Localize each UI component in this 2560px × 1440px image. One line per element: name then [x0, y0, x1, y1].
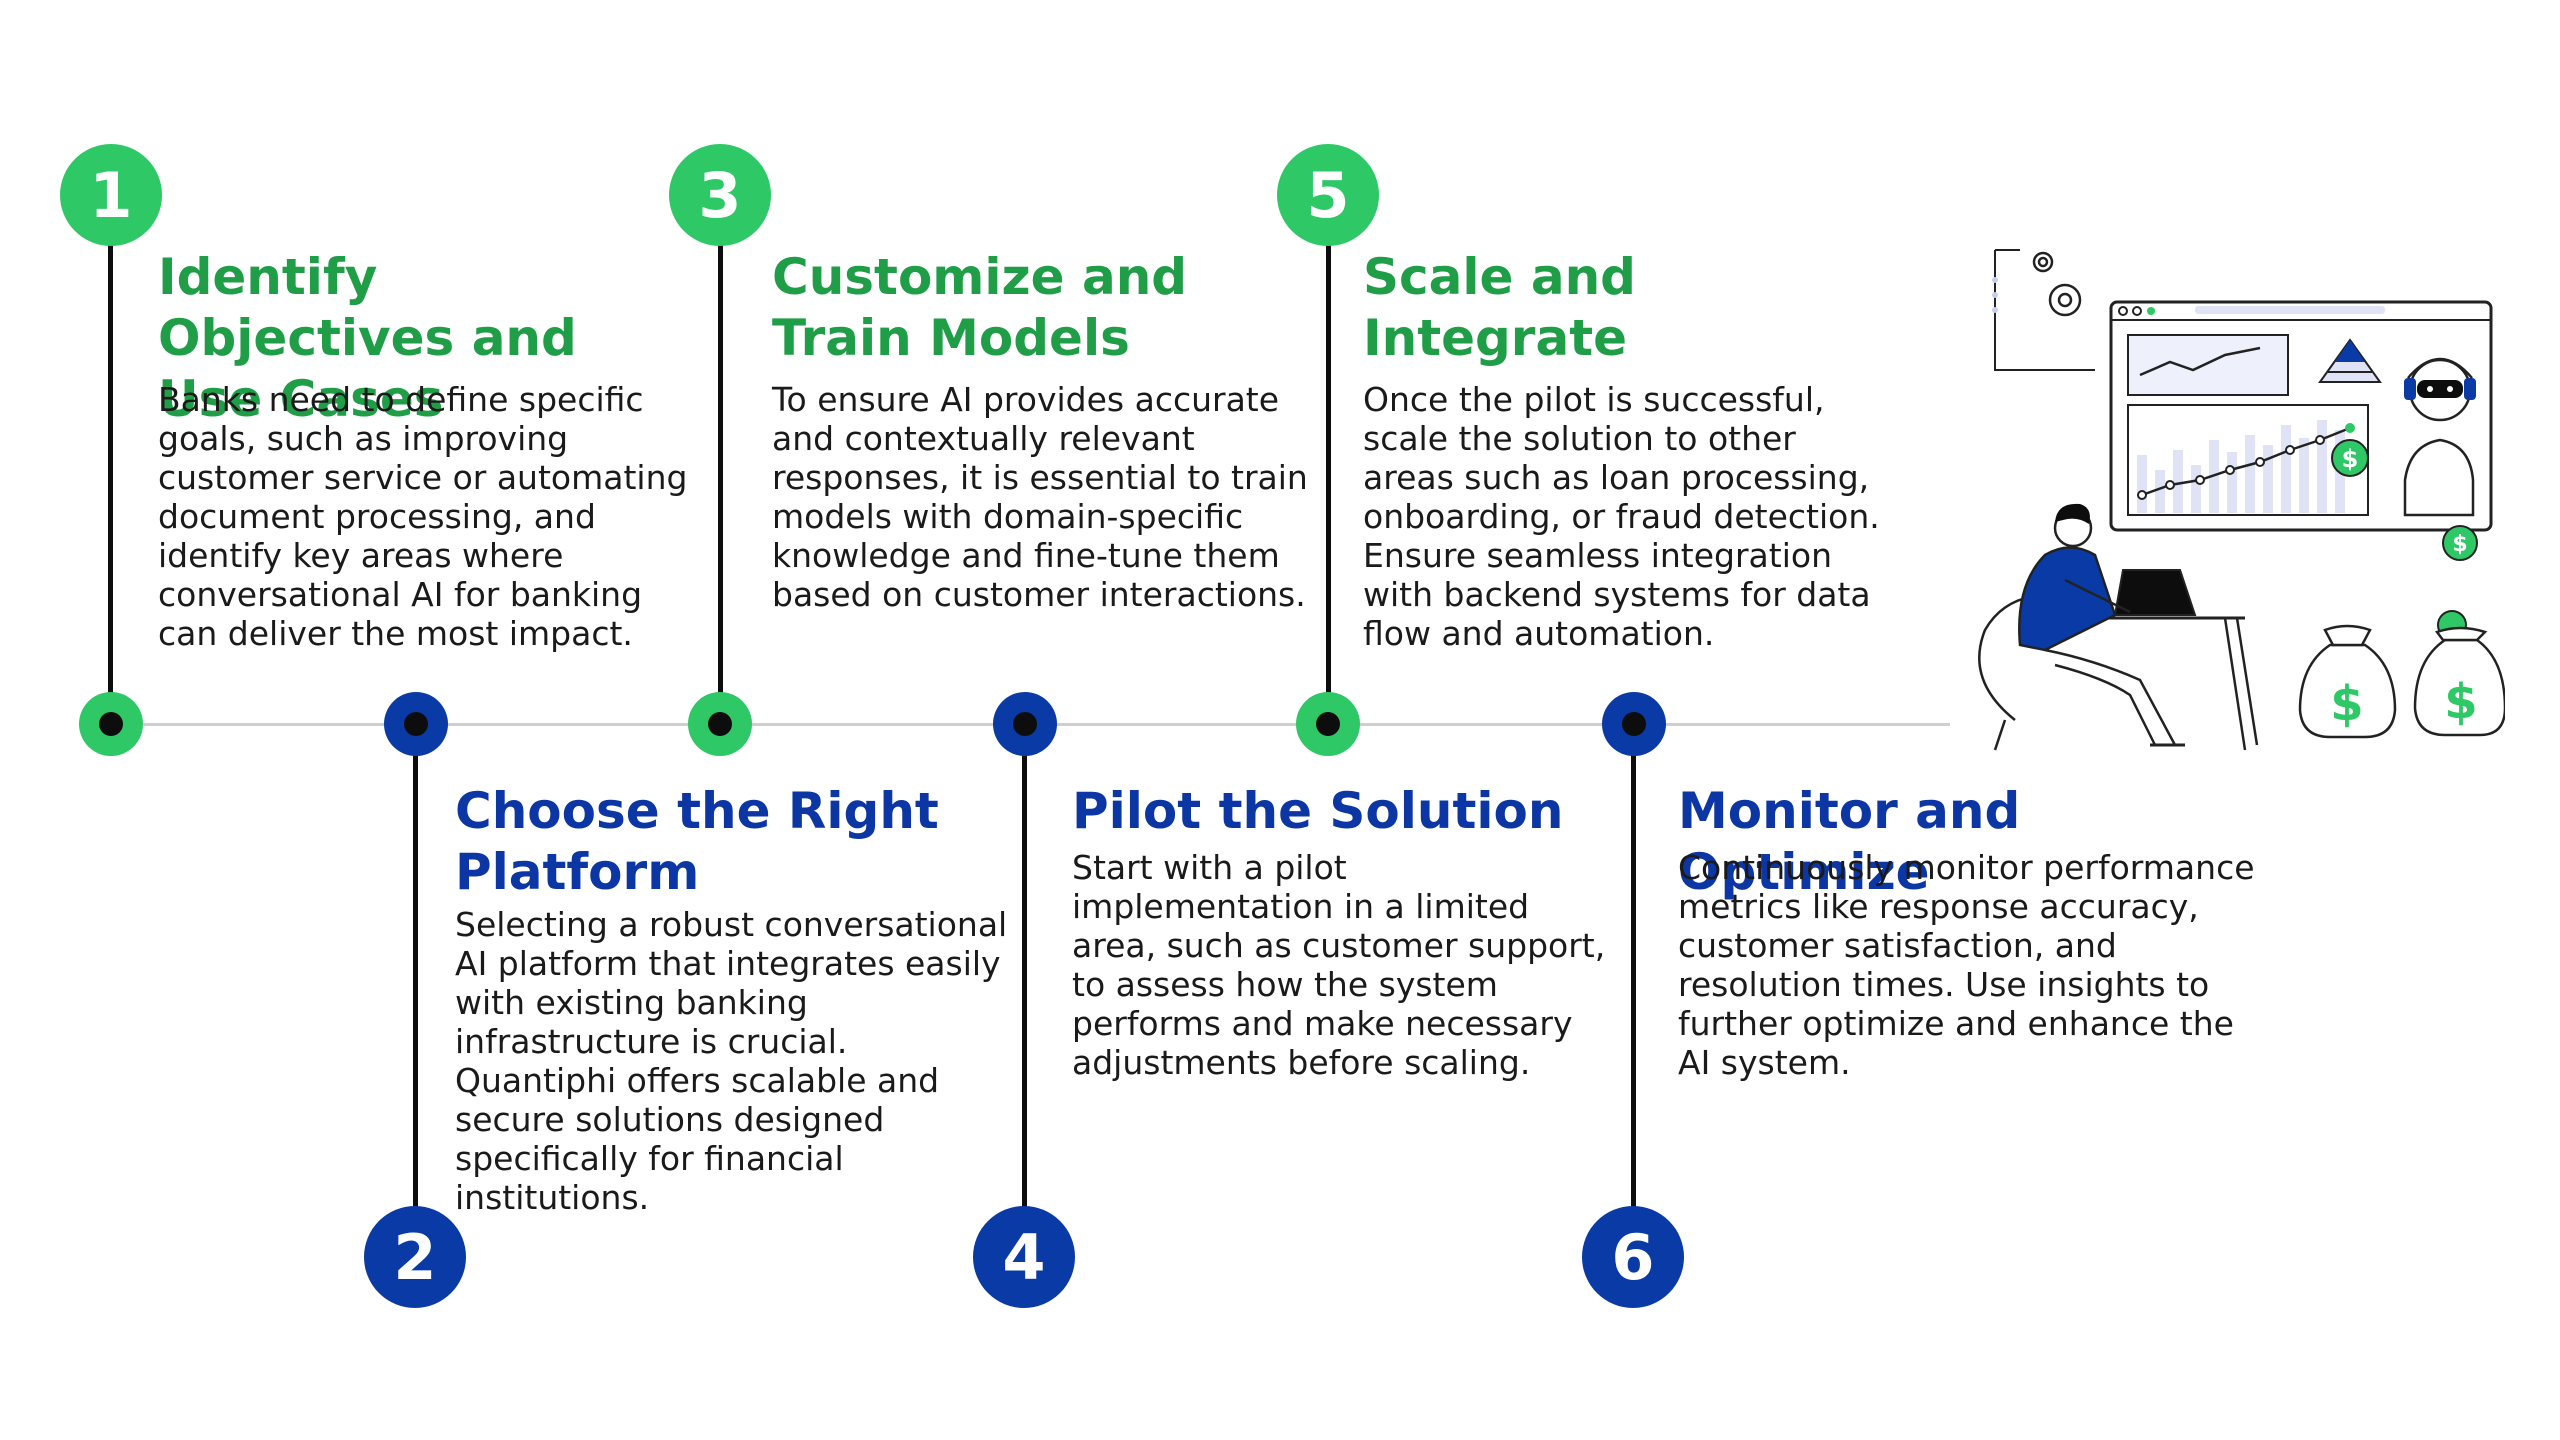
node-dot: [1622, 712, 1646, 736]
step-2-description: Selecting a robust conversational AI pla…: [455, 905, 1008, 1217]
node-dot: [99, 712, 123, 736]
person-laptop-dashboard-illustration: $ $ $ $: [1978, 249, 2505, 751]
step-6-timeline-node: [1602, 692, 1666, 756]
bag-dollar-sign: $: [2330, 676, 2363, 732]
dollar-coin-icon: $: [2442, 525, 2478, 561]
node-dot: [1316, 712, 1340, 736]
step-2-stem: [413, 726, 418, 1262]
step-3-title: Customize and Train Models: [772, 248, 1188, 367]
step-1-timeline-node: [79, 692, 143, 756]
step-5-stem: [1326, 195, 1331, 723]
step-6-title: Monitor and Optimize: [1678, 782, 2021, 901]
step-6-number-badge: 6: [1582, 1206, 1684, 1308]
step-5-description: Once the pilot is successful, scale the …: [1363, 380, 1880, 653]
coin-dollar-sign: $: [2342, 445, 2359, 473]
dashboard-monitor: $: [2109, 300, 2493, 532]
dollar-coin-icon: $: [2331, 439, 2369, 477]
gear-icon: [2032, 251, 2082, 317]
step-6-description: Continuously monitor performance metrics…: [1678, 848, 2255, 1082]
money-bag-icon: $: [2413, 610, 2505, 737]
step-2-title: Choose the Right Platform: [455, 782, 939, 901]
step-4-description: Start with a pilot implementation in a l…: [1072, 848, 1606, 1082]
step-4-title: Pilot the Solution: [1072, 782, 1564, 840]
person-with-laptop: [1978, 503, 2259, 751]
bag-dollar-sign: $: [2444, 674, 2477, 730]
step-4-timeline-node: [993, 692, 1057, 756]
step-1-title: Identify Objectives and Use Cases: [158, 248, 577, 428]
robot-assistant-icon: [2403, 357, 2476, 517]
step-3-number-badge: 3: [669, 144, 771, 246]
step-2-number-badge: 2: [364, 1206, 466, 1308]
node-dot: [404, 712, 428, 736]
step-3-description: To ensure AI provides accurate and conte…: [772, 380, 1308, 614]
step-3-stem: [718, 195, 723, 723]
coin-dollar-sign: $: [2452, 532, 2467, 557]
step-1-stem: [108, 195, 113, 723]
money-bag-icon: $: [2298, 624, 2397, 739]
step-6-stem: [1631, 726, 1636, 1262]
node-dot: [708, 712, 732, 736]
step-5-number-badge: 5: [1277, 144, 1379, 246]
step-1-description: Banks need to define specific goals, suc…: [158, 380, 688, 653]
step-4-number-badge: 4: [973, 1206, 1075, 1308]
step-4-stem: [1022, 726, 1027, 1262]
step-2-timeline-node: [384, 692, 448, 756]
step-5-title: Scale and Integrate: [1363, 248, 1636, 367]
step-5-timeline-node: [1296, 692, 1360, 756]
step-1-number-badge: 1: [60, 144, 162, 246]
step-3-timeline-node: [688, 692, 752, 756]
node-dot: [1013, 712, 1037, 736]
